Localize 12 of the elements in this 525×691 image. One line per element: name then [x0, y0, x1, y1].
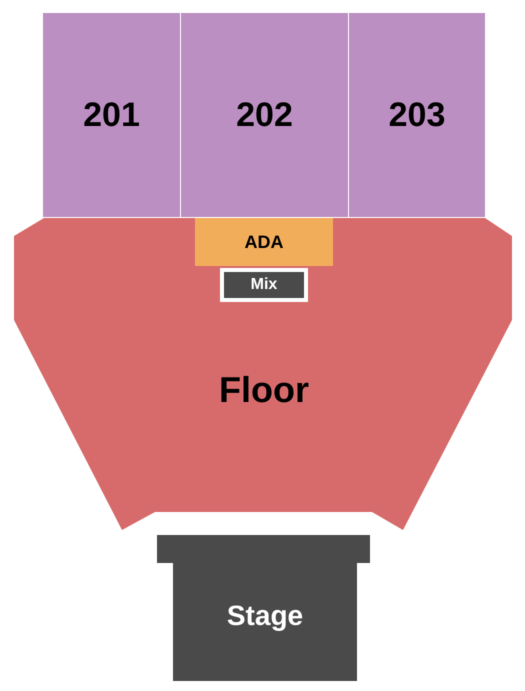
ada-section [195, 218, 333, 266]
stage-label: Stage [226, 599, 304, 633]
mix-position [220, 268, 308, 302]
seating-section [43, 13, 180, 217]
section-number: 201 [83, 94, 140, 136]
mix-label: Mix [250, 275, 278, 295]
floor-label: Floor [218, 368, 310, 412]
section-label: ADA [244, 230, 284, 254]
section-number: 202 [236, 94, 293, 136]
seating-section [349, 13, 485, 217]
seating-section [181, 13, 348, 217]
section-number: 203 [388, 94, 446, 136]
